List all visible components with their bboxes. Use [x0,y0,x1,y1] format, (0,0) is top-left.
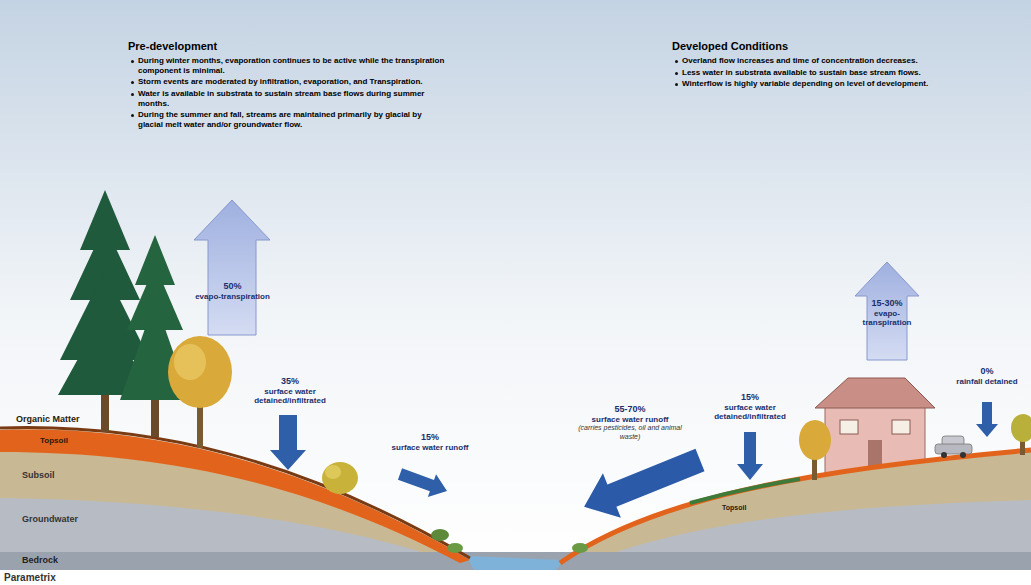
tree-trunk [101,390,109,432]
infiltration-arrow [737,432,763,480]
bullet-text: During the summer and fall, streams are … [138,110,448,129]
percent-label: 15% [700,392,800,403]
car-wheel [941,452,947,458]
percent-label: 50% [195,281,270,292]
rainfall-arrow [976,402,998,437]
runoff-arrow [575,438,709,529]
bullet-dot [131,93,134,96]
soil-layer-label: Subsoil [22,470,55,481]
flow-label: evapo-transpiration [850,309,924,328]
shrub [322,462,358,494]
runoff-arrow [396,463,451,503]
evapotranspiration-arrow [194,200,270,335]
bullet-text: Overland flow increases and time of conc… [682,56,972,66]
house-roof [815,378,935,408]
groundwater-layer [0,498,1031,570]
tree-crown [174,344,206,380]
tree-crown [799,420,831,460]
car-body [935,444,972,454]
runoff-arrow-shape [575,438,709,529]
flow-label: surface water runoff [385,443,475,453]
flow-label: rainfall detained [950,377,1024,387]
runoff-arrow-shape [396,463,451,503]
bullet-text: Winterflow is highly variable depending … [682,79,972,89]
bullet-text: During winter months, evaporation contin… [138,56,448,75]
shrub [572,543,588,553]
subsoil-layer [0,430,1031,570]
shrub [447,543,463,553]
soil-layer-label: Groundwater [22,514,78,525]
soil-layer-label: Bedrock [22,555,58,566]
stream-water [466,556,564,570]
bullet-text: Storm events are moderated by infiltrati… [138,77,448,87]
percent-label: 35% [240,376,340,387]
flow-label: evapo-transpiration [195,292,270,302]
tree-trunk [151,395,159,437]
shrub [325,465,341,479]
house-window [840,420,858,434]
section-heading: Developed Conditions [672,40,972,53]
deciduous-tree [1011,414,1031,455]
tree-crown [168,336,232,408]
car [935,436,972,458]
sky [0,0,1031,570]
evergreen-tree [120,235,190,437]
percent-label: 0% [950,366,1024,377]
shrub [431,529,449,541]
bullet-dot [675,72,678,75]
percent-label: 15% [385,432,475,443]
infiltration-arrow [270,415,306,470]
flow-label: surface water detained/infiltrated [240,387,340,406]
flow-label: surface water runoff [570,415,690,425]
deciduous-tree [799,420,831,480]
percent-label: 55-70% [570,404,690,415]
section-heading: Pre-development [128,40,448,53]
flow-note: (carries pesticides, oil and animal wast… [570,424,690,441]
bullet-text: Less water in substrata available to sus… [682,68,972,78]
car-wheel [960,452,966,458]
thin-topsoil [560,450,1031,563]
house-window [892,420,910,434]
soil-layer-label: Organic Matter [16,414,80,425]
deciduous-tree [168,336,232,448]
soil-layer-label: Topsoil [40,436,68,446]
percent-label: 15-30% [850,298,924,309]
bedrock-layer [0,552,1031,570]
tree-crown [1011,414,1031,442]
bullet-text: Water is available in substrata to susta… [138,89,448,108]
flow-label: surface water detained/infiltrated [700,403,800,422]
credit-text: Parametrix [4,572,56,584]
sod-strip [690,479,800,503]
soil-layer-label: Topsoil [722,504,746,512]
